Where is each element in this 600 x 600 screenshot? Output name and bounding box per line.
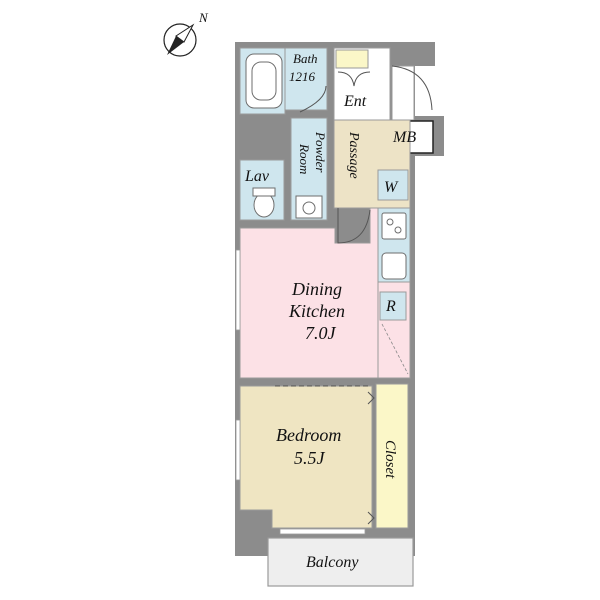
burner-icon: [394, 226, 402, 234]
bath-size: 1216: [289, 69, 316, 84]
entrance-door-icon: [391, 65, 433, 111]
meter-box-label: MB: [392, 129, 416, 146]
washer-label: W: [384, 179, 399, 196]
window-bedroom: [235, 419, 241, 481]
compass-needle-dark: [167, 36, 184, 55]
bath-label: Bath: [293, 51, 318, 66]
washbasin-bowl-icon: [302, 201, 316, 215]
closet-room: [375, 383, 409, 529]
dining-kitchen-room: [239, 207, 379, 379]
dining-kitchen-label-line1: Dining: [291, 279, 342, 299]
closet-label: Closet: [382, 440, 398, 479]
toilet-tank-icon: [252, 187, 276, 197]
closet-door-icon: [367, 391, 375, 525]
entrance-door-area: [391, 65, 415, 121]
refrigerator-label: R: [385, 298, 396, 315]
bath-door-icon: [299, 85, 327, 113]
fridge-diagonal: [381, 323, 409, 375]
passage-door-icon: [337, 208, 371, 244]
refrigerator-space: [379, 291, 407, 321]
dining-kitchen-size: 7.0J: [305, 323, 337, 343]
window-dining: [235, 249, 241, 331]
bedroom-label: Bedroom: [276, 425, 341, 445]
compass-label: N: [198, 10, 209, 25]
powder-room-label-line1: Powder: [313, 131, 328, 173]
toilet-bowl-icon: [253, 192, 275, 218]
powder-room-label-line2: Room: [297, 143, 312, 174]
bedroom-size: 5.5J: [294, 448, 326, 468]
washer-space: [377, 169, 409, 201]
north-arrow-icon: [163, 23, 197, 57]
stove-icon: [381, 212, 407, 240]
window-balcony: [279, 528, 366, 535]
bathtub-inner-icon: [251, 61, 277, 101]
dining-kitchen-label-line2: Kitchen: [288, 301, 345, 321]
passage-label: Passage: [346, 131, 361, 179]
balcony-room: [267, 537, 414, 587]
shoe-cabinet: [335, 49, 369, 69]
sink-icon: [381, 252, 407, 280]
entrance-label: Ent: [343, 93, 367, 110]
entrance-wall: [391, 42, 435, 66]
bedroom-room: [239, 385, 373, 529]
shoe-cabinet-door-icon: [337, 71, 371, 87]
balcony-label: Balcony: [306, 554, 359, 571]
lavatory-label: Lav: [244, 168, 270, 185]
burner-icon: [386, 218, 394, 226]
